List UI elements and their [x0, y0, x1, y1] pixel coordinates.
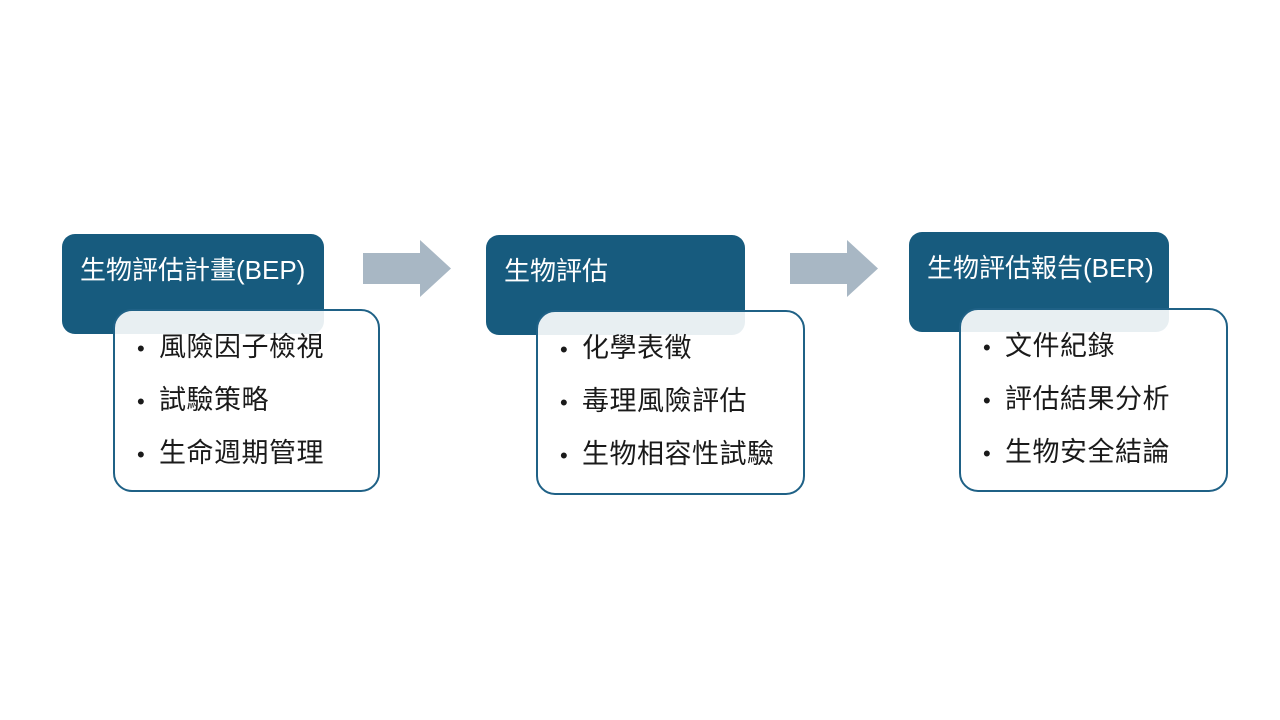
list-item-label: 評估結果分析 [1005, 384, 1170, 414]
list-item-label: 生物相容性試驗 [582, 439, 775, 469]
list-item[interactable]: • 生命週期管理 [137, 437, 324, 471]
list-item[interactable]: • 生物安全結論 [983, 436, 1170, 470]
list-item[interactable]: • 評估結果分析 [983, 383, 1170, 417]
bullet-icon: • [137, 336, 145, 361]
list-item[interactable]: • 試驗策略 [137, 384, 324, 418]
list-item[interactable]: • 風險因子檢視 [137, 331, 324, 365]
stage-list-bio-evaluation: • 化學表徵 • 毒理風險評估 • 生物相容性試驗 [560, 332, 775, 472]
list-item-label: 化學表徵 [582, 333, 692, 363]
list-item-label: 生命週期管理 [159, 438, 324, 468]
bullet-icon: • [983, 388, 991, 413]
stage-list-ber: • 文件紀錄 • 評估結果分析 • 生物安全結論 [983, 330, 1170, 470]
list-item[interactable]: • 生物相容性試驗 [560, 438, 775, 472]
stage-card-bep[interactable]: • 風險因子檢視 • 試驗策略 • 生命週期管理 [113, 309, 380, 492]
right-arrow-icon [790, 240, 878, 297]
list-item-label: 試驗策略 [159, 385, 269, 415]
bullet-icon: • [560, 337, 568, 362]
list-item[interactable]: • 文件紀錄 [983, 330, 1170, 364]
stage-card-ber[interactable]: • 文件紀錄 • 評估結果分析 • 生物安全結論 [959, 308, 1228, 492]
bullet-icon: • [560, 390, 568, 415]
stage-card-bio-evaluation[interactable]: • 化學表徵 • 毒理風險評估 • 生物相容性試驗 [536, 310, 805, 495]
bullet-icon: • [983, 335, 991, 360]
bullet-icon: • [560, 443, 568, 468]
stage-title-ber: 生物評估報告(BER) [927, 253, 1154, 283]
bullet-icon: • [137, 442, 145, 467]
connector-arrow-1 [363, 240, 451, 297]
list-item-label: 生物安全結論 [1005, 437, 1170, 467]
stage-title-bep: 生物評估計畫(BEP) [80, 255, 306, 285]
bullet-icon: • [983, 441, 991, 466]
right-arrow-icon [363, 240, 451, 297]
list-item-label: 風險因子檢視 [159, 332, 324, 362]
connector-arrow-2 [790, 240, 878, 297]
bullet-icon: • [137, 389, 145, 414]
list-item[interactable]: • 化學表徵 [560, 332, 775, 366]
list-item-label: 毒理風險評估 [582, 386, 747, 416]
stage-title-bio-evaluation: 生物評估 [504, 256, 609, 286]
stage-list-bep: • 風險因子檢視 • 試驗策略 • 生命週期管理 [137, 331, 324, 471]
list-item[interactable]: • 毒理風險評估 [560, 385, 775, 419]
list-item-label: 文件紀錄 [1005, 331, 1115, 361]
